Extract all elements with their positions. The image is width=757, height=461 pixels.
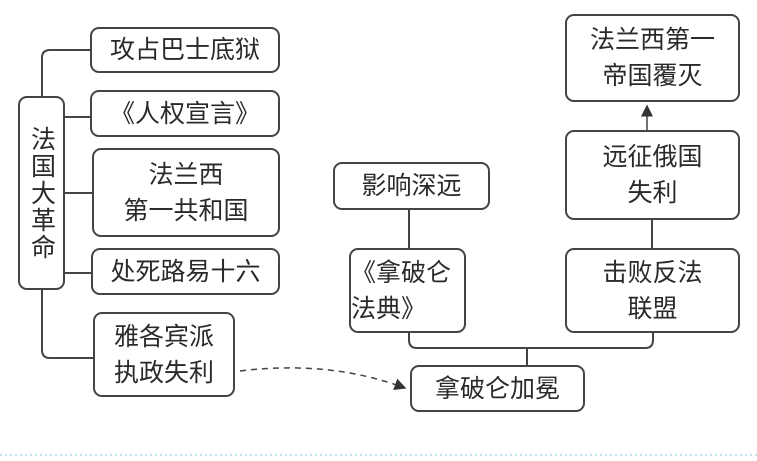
far-reaching-impact-box: 影响深远	[333, 162, 490, 210]
defeat-coalition-box: 击败反法 联盟	[565, 248, 740, 333]
napoleonic-code-box: 《拿破仑 法典》	[349, 248, 466, 333]
execution-louis-box: 处死路易十六	[91, 248, 280, 295]
dashed-arrow	[239, 367, 407, 390]
coronation-box: 拿破仑加冕	[410, 365, 585, 412]
french-revolution-box: 法国大革命	[18, 96, 65, 290]
russia-campaign-box: 远征俄国 失利	[565, 130, 740, 220]
bracket-line	[408, 333, 654, 349]
rights-declaration-box: 《人权宣言》	[90, 90, 280, 137]
storming-bastille-box: 攻占巴士底狱	[90, 27, 280, 73]
jacobin-failure-box: 雅各宾派 执政失利	[93, 312, 235, 397]
empire-fall-box: 法兰西第一 帝国覆灭	[565, 14, 740, 102]
first-republic-box: 法兰西 第一共和国	[92, 148, 280, 237]
